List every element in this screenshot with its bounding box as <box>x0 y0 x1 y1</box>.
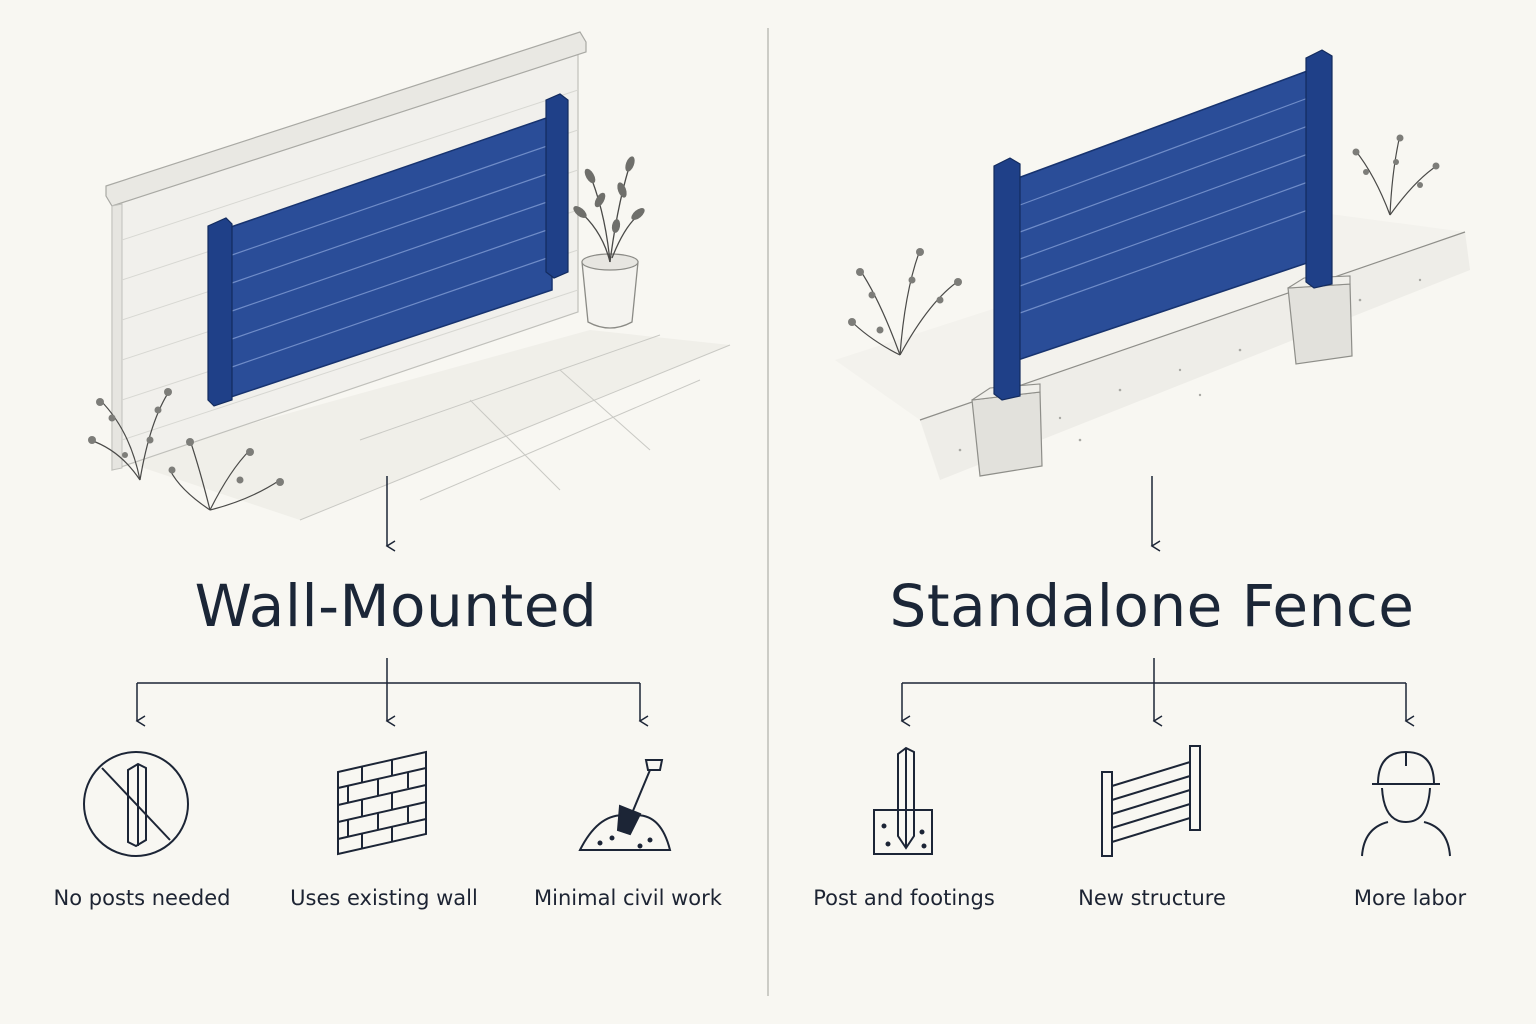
no-posts-needed-label: No posts needed <box>53 886 231 910</box>
new-structure-label: New structure <box>1078 886 1226 910</box>
fence-panel-icon <box>1101 745 1201 857</box>
wall-mounted-title: Wall-Mounted <box>194 572 598 640</box>
more-labor-label: More labor <box>1353 886 1467 910</box>
post-and-footings-label: Post and footings <box>813 886 995 910</box>
no-post-icon <box>83 751 189 857</box>
uses-existing-wall-label: Uses existing wall <box>290 886 478 910</box>
right-flow-lines <box>900 476 1415 727</box>
shovel-icon <box>578 759 672 851</box>
standalone-fence-title: Standalone Fence <box>889 572 1415 640</box>
brick-wall-icon <box>337 750 427 856</box>
post-footing-icon <box>873 746 933 855</box>
wall-mounted-illustration <box>88 31 731 521</box>
minimal-civil-work-label: Minimal civil work <box>534 886 722 910</box>
standalone-fence-illustration <box>835 49 1470 480</box>
worker-icon <box>1361 750 1451 857</box>
left-flow-lines <box>135 476 649 727</box>
